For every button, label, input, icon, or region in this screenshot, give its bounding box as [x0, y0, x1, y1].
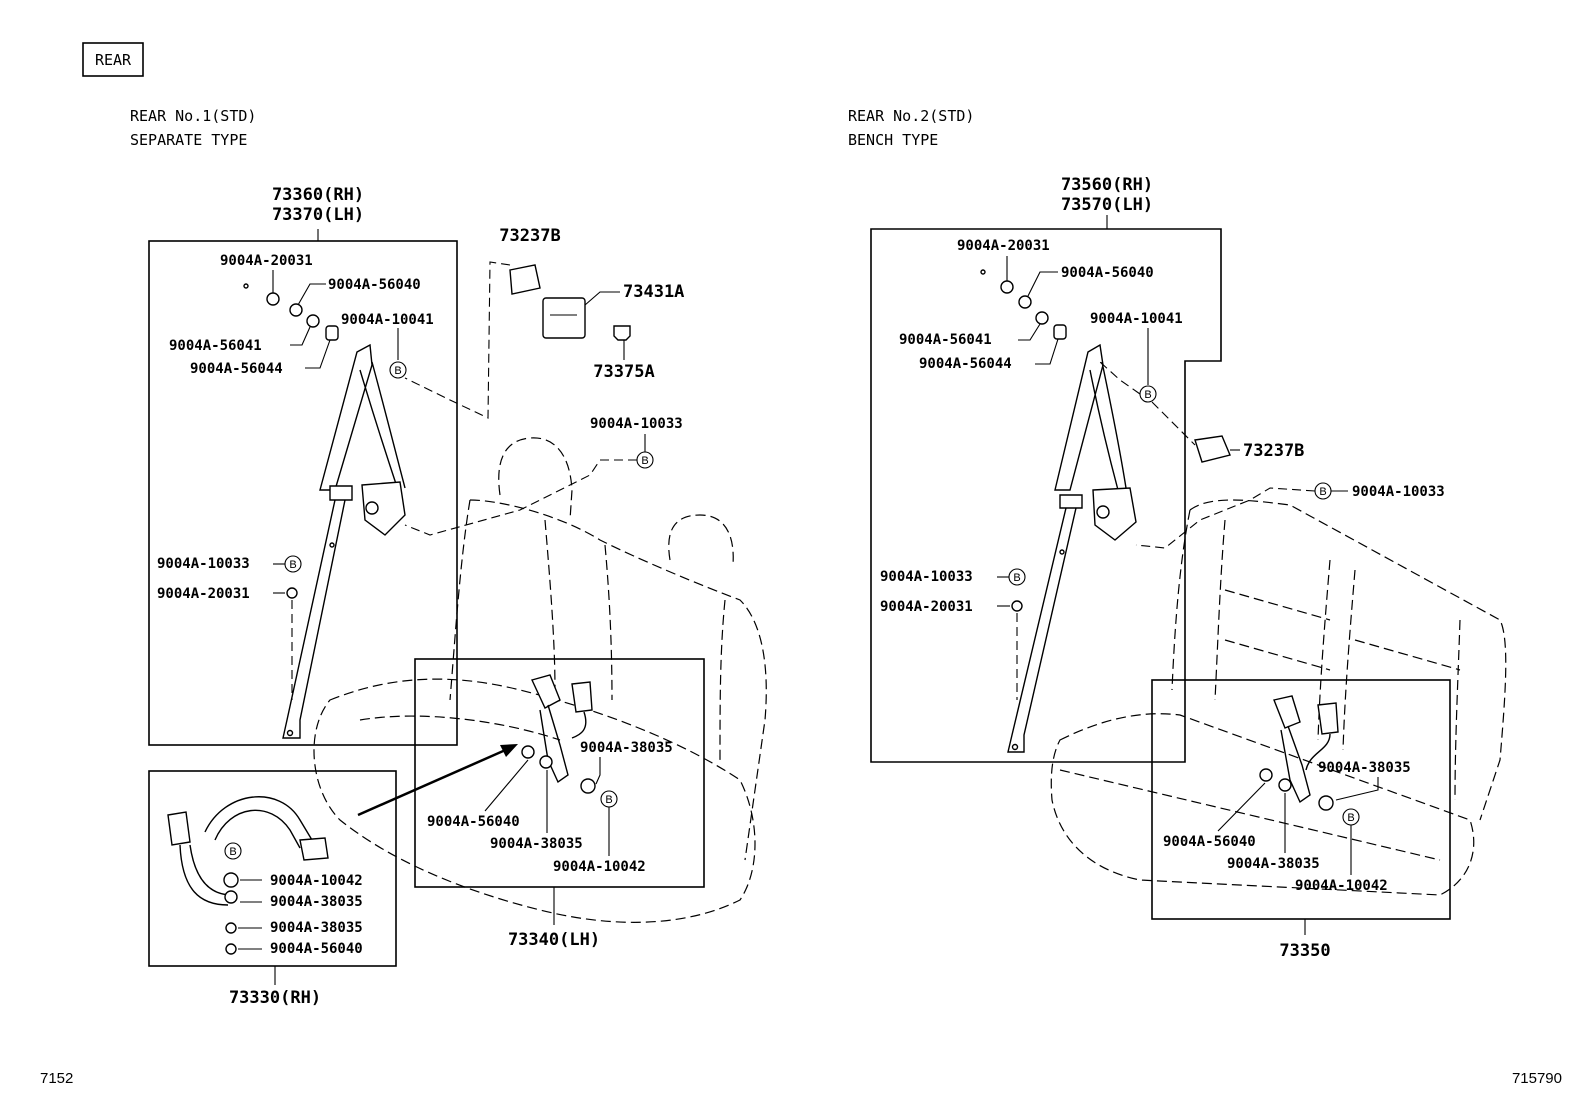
left-top-anchor-hardware	[243, 283, 339, 341]
left-rh-washer-56040: 9004A-56040	[270, 941, 363, 957]
left-b-marker-top	[389, 361, 407, 379]
right-spacer-56044: 9004A-56044	[919, 356, 1012, 372]
left-lh-buckle-label: 73340(LH)	[508, 930, 600, 950]
right-buckle-box	[1151, 679, 1451, 920]
right-cover-73237b: 73237B	[1243, 441, 1304, 461]
right-bolt-10033-seat: 9004A-10033	[1352, 484, 1445, 500]
right-bolt-10041: 9004A-10041	[1090, 311, 1183, 327]
left-rh-bolt-10042: 9004A-10042	[270, 873, 363, 889]
left-spacer-56044: 9004A-56044	[190, 361, 283, 377]
right-washer-56041: 9004A-56041	[899, 332, 992, 348]
right-bolt-10042: 9004A-10042	[1295, 878, 1388, 894]
left-clip-73375a: 73375A	[593, 362, 654, 382]
right-cover-part	[1194, 435, 1231, 463]
footer-left-code: 7152	[40, 1070, 73, 1087]
left-plate-part	[542, 297, 586, 339]
svg-text:B: B	[289, 559, 296, 571]
left-seat-outline	[313, 437, 767, 923]
right-buckle-part	[1259, 695, 1339, 811]
right-nut-20031-top: 9004A-20031	[957, 238, 1050, 254]
svg-text:B: B	[1319, 486, 1326, 498]
left-b-marker-mid	[284, 555, 302, 573]
right-washer-38035-right: 9004A-38035	[1318, 760, 1411, 776]
left-heading-line2: SEPARATE TYPE	[130, 131, 247, 149]
right-belt-rh-label: 73560(RH)	[1061, 175, 1153, 195]
left-clip-part	[613, 325, 631, 341]
footer-right-code: 715790	[1512, 1070, 1562, 1087]
left-rh-b-marker	[224, 842, 242, 860]
left-plate-73431a: 73431A	[623, 282, 684, 302]
left-bolt-10033-seat: 9004A-10033	[590, 416, 683, 432]
svg-text:B: B	[641, 455, 648, 467]
left-cover-part	[509, 264, 541, 295]
left-cover-73237b: 73237B	[499, 226, 560, 246]
left-bolt-10033: 9004A-10033	[157, 556, 250, 572]
right-seatbelt-assembly	[1007, 343, 1137, 753]
svg-text:B: B	[394, 365, 401, 377]
rear-tag-box	[82, 42, 144, 77]
left-seatbelt-assembly	[282, 343, 406, 739]
right-washer-38035-low: 9004A-38035	[1227, 856, 1320, 872]
left-nut-20031-low: 9004A-20031	[157, 586, 250, 602]
rear-tag: REAR	[95, 51, 132, 69]
svg-text:B: B	[1347, 812, 1354, 824]
right-buckle-label: 73350	[1279, 941, 1330, 961]
svg-text:B: B	[605, 794, 612, 806]
right-nut-20031-low: 9004A-20031	[880, 599, 973, 615]
left-rh-washer-38035-b: 9004A-38035	[270, 920, 363, 936]
right-bench-outline	[1050, 499, 1507, 896]
left-nut-20031-top: 9004A-20031	[220, 253, 313, 269]
left-lh-bolt-10042: 9004A-10042	[553, 859, 646, 875]
left-lh-washer-38035-right: 9004A-38035	[580, 740, 673, 756]
left-belt-rh-label: 73360(RH)	[272, 185, 364, 205]
right-heading-line2: BENCH TYPE	[848, 131, 938, 149]
left-belt-box	[148, 240, 458, 746]
left-lh-buckle-part	[521, 674, 596, 794]
right-b-marker-mid	[1008, 568, 1026, 586]
left-install-arrow	[357, 746, 511, 817]
left-belt-lh-label: 73370(LH)	[272, 205, 364, 225]
left-lh-washer-56040: 9004A-56040	[427, 814, 520, 830]
right-heading-line1: REAR No.2(STD)	[848, 107, 974, 125]
left-rh-washer-38035-a: 9004A-38035	[270, 894, 363, 910]
svg-text:B: B	[1144, 389, 1151, 401]
left-washer-56040-top: 9004A-56040	[328, 277, 421, 293]
left-rh-buckle-part	[167, 796, 329, 955]
left-washer-56041: 9004A-56041	[169, 338, 262, 354]
svg-text:B: B	[229, 846, 236, 858]
right-bolt-10033: 9004A-10033	[880, 569, 973, 585]
right-washer-56040: 9004A-56040	[1163, 834, 1256, 850]
right-washer-56040-top: 9004A-56040	[1061, 265, 1154, 281]
right-top-anchor-hardware	[980, 269, 1067, 340]
left-heading-line1: REAR No.1(STD)	[130, 107, 256, 125]
left-lh-buckle-box	[414, 658, 705, 888]
left-rh-buckle-box	[148, 770, 397, 967]
svg-text:B: B	[1013, 572, 1020, 584]
right-belt-lh-label: 73570(LH)	[1061, 195, 1153, 215]
left-bolt-10041: 9004A-10041	[341, 312, 434, 328]
left-rh-buckle-label: 73330(RH)	[229, 988, 321, 1008]
right-belt-box	[870, 228, 1222, 763]
left-lh-washer-38035-low: 9004A-38035	[490, 836, 583, 852]
